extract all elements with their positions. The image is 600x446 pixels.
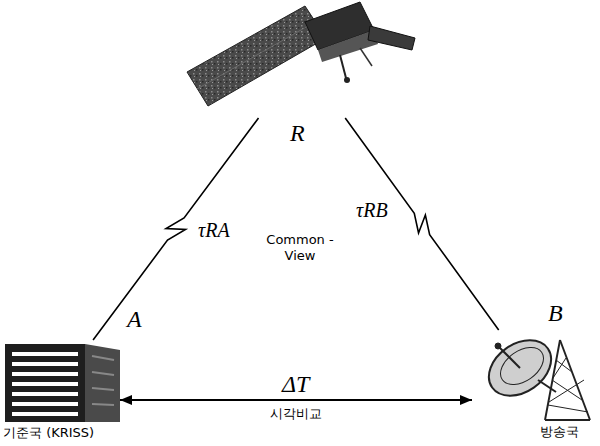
station-name: 기준국 (KRISS) bbox=[3, 425, 94, 441]
satellite-illustration bbox=[187, 2, 415, 106]
edge-label: ΔT bbox=[282, 370, 309, 399]
node-letter: B bbox=[548, 300, 563, 326]
dish-illustration bbox=[478, 329, 590, 420]
signal-link bbox=[345, 118, 498, 330]
building-illustration bbox=[5, 344, 120, 422]
signal-link bbox=[93, 118, 258, 340]
edge-label: τRA bbox=[198, 218, 230, 242]
satellite-node: R bbox=[185, 0, 420, 118]
node-letter: R bbox=[290, 120, 305, 146]
view-note: Common -View bbox=[266, 232, 334, 264]
station-name: 방송국 bbox=[540, 424, 579, 440]
node-letter: A bbox=[127, 306, 142, 332]
station-node: A기준국 (KRISS) bbox=[5, 340, 120, 422]
edge-label: τRB bbox=[356, 198, 388, 222]
comparison-note: 시각비교 bbox=[270, 406, 322, 422]
station-node: B방송국 bbox=[472, 330, 592, 422]
